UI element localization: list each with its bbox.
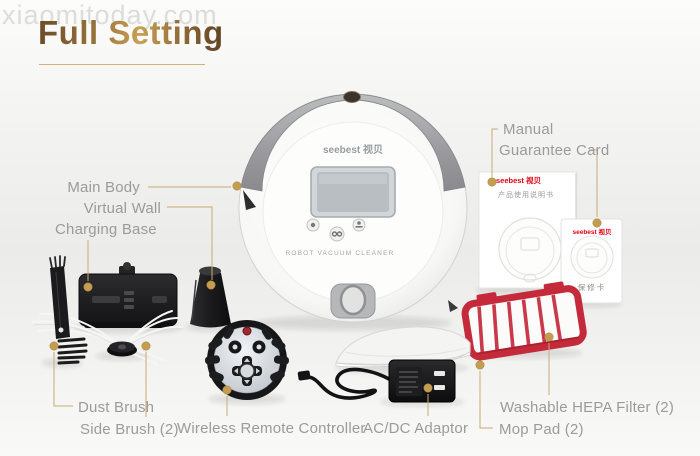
charging-base-illustration <box>78 262 178 328</box>
robot-buttons <box>306 218 366 242</box>
manual-title-cn: 产品使用说明书 <box>498 192 554 199</box>
robot-top-button <box>343 91 361 103</box>
label-wireless-remote: Wireless Remote Controller <box>177 420 366 437</box>
label-dust-brush: Dust Brush <box>78 399 155 416</box>
guarantee-card-illustration <box>560 218 623 304</box>
label-main-body: Main Body <box>67 179 140 196</box>
dust-brush-illustration <box>49 255 88 365</box>
label-side-brush: Side Brush (2) <box>80 421 179 438</box>
side-brush-illustration <box>31 310 184 366</box>
label-guarantee-card: Guarantee Card <box>499 142 610 159</box>
watermark-text: xiaomitoday.com <box>2 0 218 31</box>
leader-lines <box>53 128 598 429</box>
robot-handle <box>330 283 376 319</box>
robot-lcd-screen <box>310 166 396 218</box>
remote-dpad <box>232 356 262 386</box>
guarantee-card-title-cn: 保修卡 <box>577 283 607 292</box>
label-manual: Manual <box>503 121 554 138</box>
ac-dc-adaptor-illustration <box>297 359 456 403</box>
robot-caption-text: ROBOT VACUUM CLEANER <box>285 250 395 257</box>
label-ac-dc-adaptor: AC/DC Adaptor <box>363 420 469 437</box>
label-mop-pad: Mop Pad (2) <box>499 421 584 438</box>
mop-pad-illustration <box>335 326 471 368</box>
page-title: Full Setting <box>38 14 224 51</box>
title-underline <box>39 64 205 65</box>
robot-brand-logo: seebest 视贝 <box>322 145 384 156</box>
hepa-filter-illustration <box>461 281 587 361</box>
manual-brand-logo: seebest 视贝 <box>496 176 542 185</box>
robot-vacuum-illustration <box>238 91 468 323</box>
remote-controller-illustration <box>204 320 290 400</box>
robot-bumper <box>240 93 466 192</box>
label-hepa-filter: Washable HEPA Filter (2) <box>500 399 675 416</box>
label-virtual-wall: Virtual Wall <box>83 200 161 217</box>
virtual-wall-illustration <box>190 266 231 328</box>
label-charging-base: Charging Base <box>55 221 157 238</box>
leader-anchor-dots <box>49 177 602 395</box>
guarantee-card-brand-logo: seebest 视贝 <box>572 229 612 236</box>
